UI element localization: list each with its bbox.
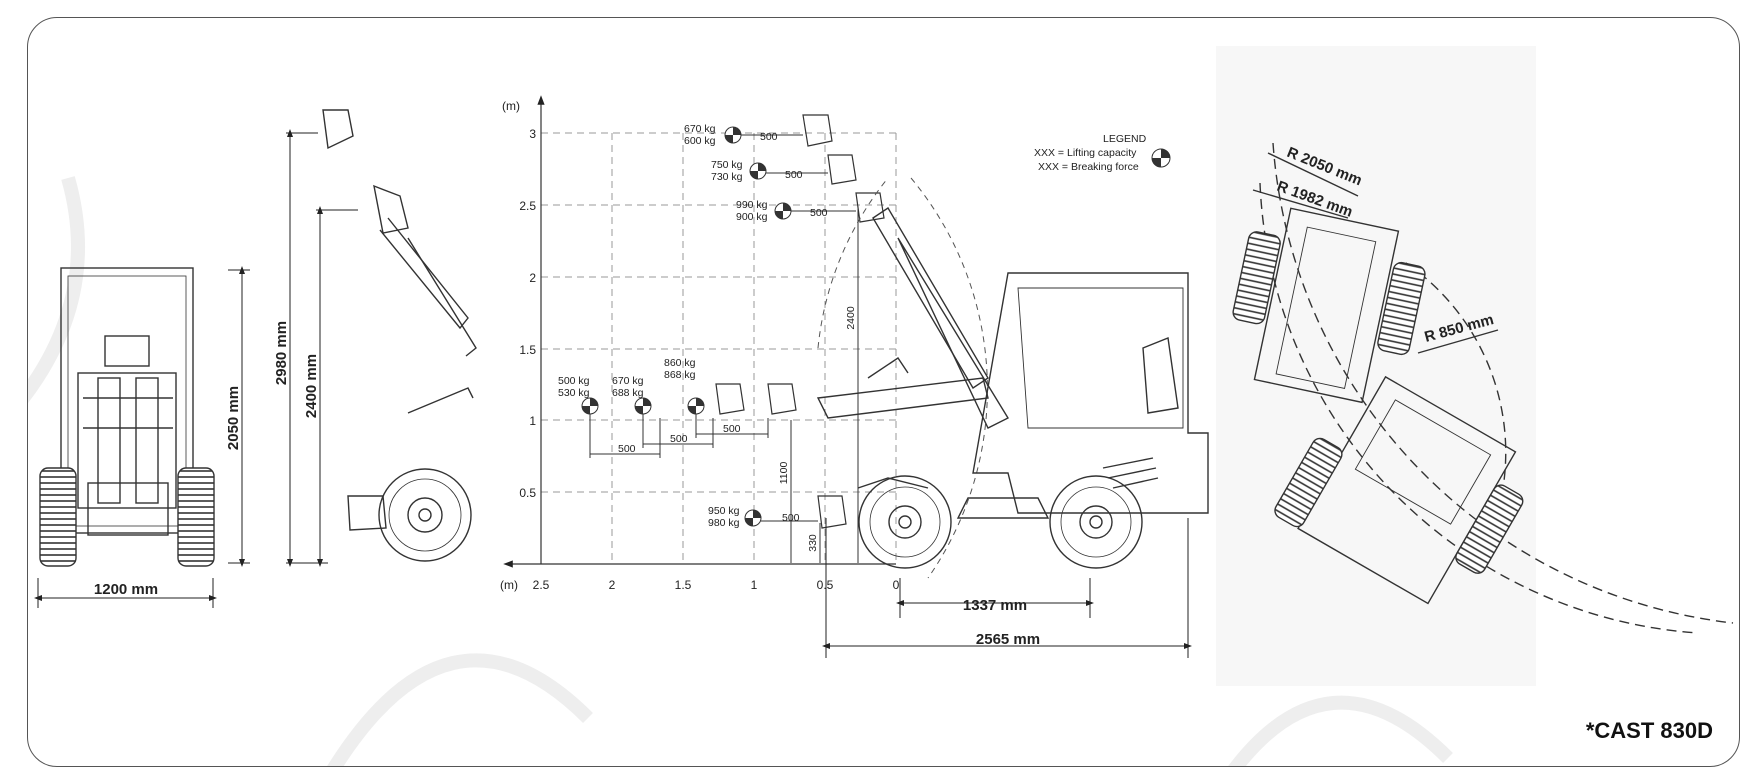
svg-text:500: 500 <box>760 131 778 143</box>
svg-text:670 kg: 670 kg <box>684 123 716 135</box>
svg-text:950 kg: 950 kg <box>708 505 740 517</box>
offset-label: 500 <box>670 433 688 445</box>
x-tick: 2 <box>609 578 616 592</box>
x-tick: 1 <box>751 578 758 592</box>
y-tick: 1 <box>529 414 536 428</box>
load-point-1: 670 kg 600 kg 500 <box>684 123 803 147</box>
svg-text:900 kg: 900 kg <box>736 211 768 223</box>
x-tick: 2.5 <box>533 578 550 592</box>
svg-text:530 kg: 530 kg <box>558 387 590 399</box>
svg-text:670 kg: 670 kg <box>612 375 644 387</box>
x-tick-labels: 2.5 2 1.5 1 0.5 0 <box>533 578 900 592</box>
x-tick: 0.5 <box>817 578 834 592</box>
lift-arc <box>910 177 988 579</box>
load-point-3: 990 kg 900 kg 500 <box>736 199 856 223</box>
legend-title: LEGEND <box>1103 133 1147 145</box>
load-point-6: 860 kg 868 kg <box>664 357 705 415</box>
turning-radius-drawing <box>1232 142 1734 634</box>
svg-text:500: 500 <box>785 169 803 181</box>
x-tick: 1.5 <box>675 578 692 592</box>
svg-text:860 kg: 860 kg <box>664 357 696 369</box>
load-point-5: 670 kg 688 kg <box>612 375 652 415</box>
side-height-pin-label: 2400 mm <box>303 354 320 418</box>
dim-2400: 2400 <box>845 306 857 330</box>
lift-arc-inner <box>817 177 889 349</box>
front-height-dimension: 2050 mm <box>225 266 250 567</box>
y-axis-unit: (m) <box>502 99 520 113</box>
bottom-offset-dims <box>589 414 769 458</box>
model-label: *CAST 830D <box>1585 718 1713 743</box>
length-dimension: 2565 mm <box>822 518 1192 658</box>
length-label: 2565 mm <box>976 631 1040 648</box>
wheelbase-label: 1337 mm <box>963 597 1027 614</box>
load-point-2: 750 kg 730 kg 500 <box>711 159 828 183</box>
vertical-dims <box>790 206 859 563</box>
y-tick: 2 <box>529 271 536 285</box>
lift-chart-axes <box>503 95 896 568</box>
turning-panel-bg <box>1216 46 1536 686</box>
svg-text:750 kg: 750 kg <box>711 159 743 171</box>
x-tick: 0 <box>893 578 900 592</box>
y-tick: 2.5 <box>519 199 536 213</box>
y-tick-labels: 3 2.5 2 1.5 1 0.5 <box>519 127 536 500</box>
side-height-max-label: 2980 mm <box>273 321 290 385</box>
offset-label: 500 <box>723 423 741 435</box>
svg-text:688 kg: 688 kg <box>612 387 644 399</box>
legend: LEGEND XXX = Lifting capacity XXX = Brea… <box>1034 133 1171 173</box>
load-point-7: 950 kg 980 kg 500 <box>708 505 818 529</box>
svg-text:868 kg: 868 kg <box>664 369 696 381</box>
spec-sheet-frame: 1200 mm 2050 mm 2980 mm 2400 mm <box>27 17 1740 767</box>
front-width-label: 1200 mm <box>94 581 158 598</box>
dim-330: 330 <box>807 534 819 552</box>
legend-breaking: XXX = Breaking force <box>1038 161 1139 173</box>
offset-label: 500 <box>618 443 636 455</box>
svg-text:500: 500 <box>810 207 828 219</box>
wheelbase-dimension: 1337 mm <box>896 578 1094 618</box>
svg-text:990 kg: 990 kg <box>736 199 768 211</box>
svg-text:730 kg: 730 kg <box>711 171 743 183</box>
x-axis-unit: (m) <box>500 578 518 592</box>
attachment-positions <box>715 114 885 529</box>
y-tick: 3 <box>529 127 536 141</box>
y-tick: 0.5 <box>519 486 536 500</box>
front-view-drawing <box>39 267 215 567</box>
loader-side-drawing <box>816 207 1209 569</box>
load-point-4: 500 kg 530 kg <box>558 375 599 415</box>
side-view-drawing <box>322 109 477 562</box>
front-width-dimension: 1200 mm <box>34 578 217 608</box>
front-height-label: 2050 mm <box>225 386 242 450</box>
svg-text:980 kg: 980 kg <box>708 517 740 529</box>
side-height-dimensions: 2980 mm 2400 mm <box>273 129 358 567</box>
y-tick: 1.5 <box>519 343 536 357</box>
legend-lifting: XXX = Lifting capacity <box>1034 147 1137 159</box>
svg-text:600 kg: 600 kg <box>684 135 716 147</box>
dim-1100: 1100 <box>778 462 790 485</box>
svg-text:500 kg: 500 kg <box>558 375 590 387</box>
